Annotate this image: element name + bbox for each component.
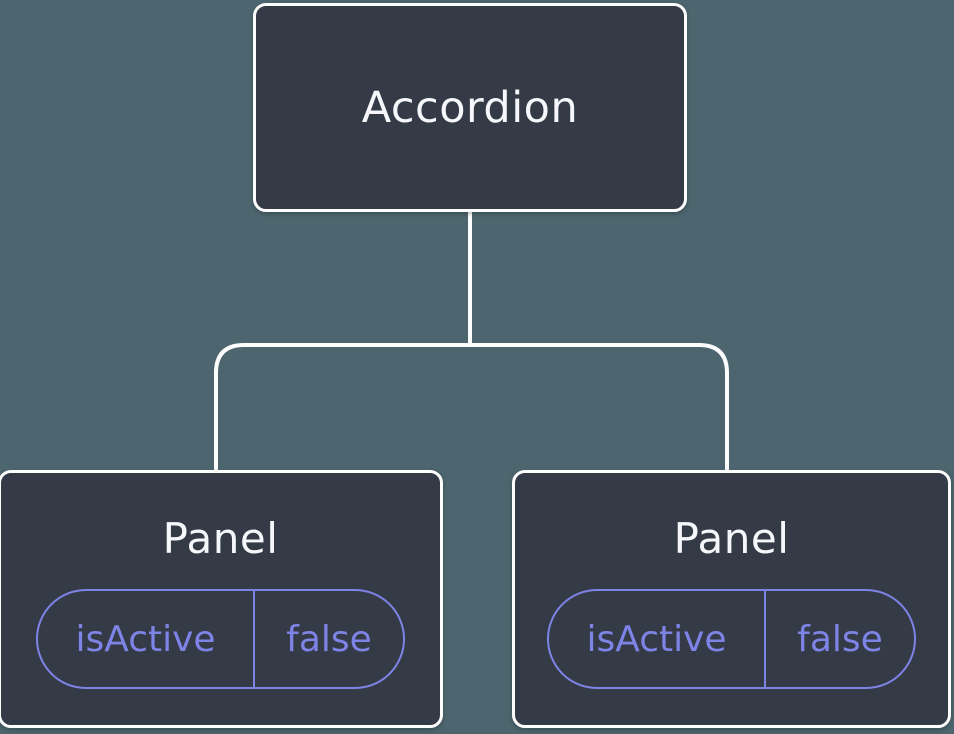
panel-node-label: Panel (162, 514, 279, 563)
tree-node-root: Accordion (253, 3, 687, 212)
state-pill: isActive false (36, 589, 405, 689)
state-value-label: false (797, 618, 883, 660)
panel-node-label: Panel (673, 514, 790, 563)
state-name-label: isActive (38, 591, 255, 687)
state-name-label: isActive (549, 591, 766, 687)
tree-node-panel-left: Panel isActive false (0, 470, 443, 728)
root-node-label: Accordion (361, 82, 579, 133)
state-value-label: false (286, 618, 372, 660)
state-pill: isActive false (547, 589, 916, 689)
connector-branch (214, 343, 729, 470)
tree-node-panel-right: Panel isActive false (512, 470, 951, 728)
